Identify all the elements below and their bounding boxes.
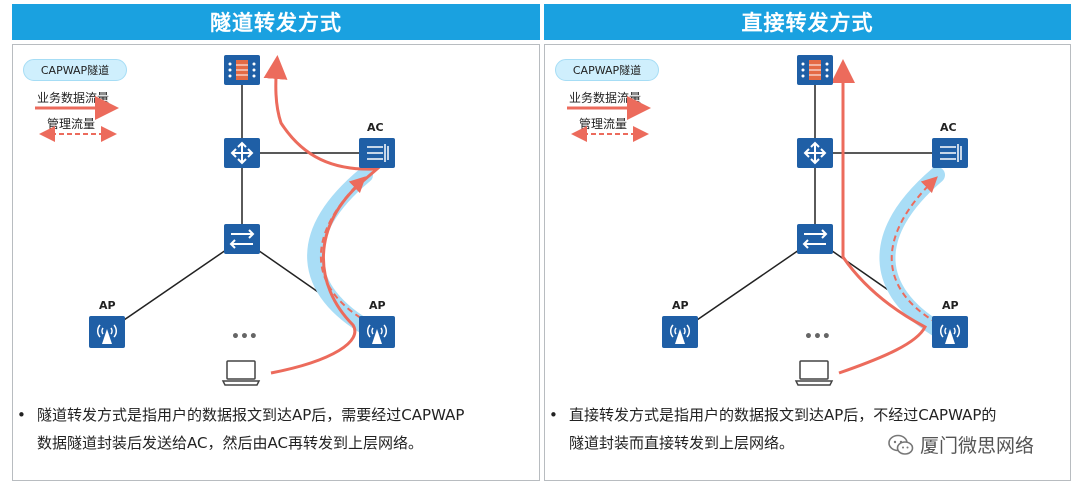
legend-data-flow-label: 业务数据流量 — [569, 91, 642, 105]
more-devices-dots: ••• — [804, 329, 831, 345]
ap-right-icon — [359, 316, 395, 348]
ac-controller-icon — [359, 138, 395, 168]
capwap-tunnel — [879, 167, 945, 337]
laptop-icon — [794, 360, 834, 386]
direct-forwarding-diagram — [567, 55, 968, 386]
description-line-2: 隧道封装而直接转发到上层网络。 — [569, 434, 795, 452]
ac-label: AC — [367, 121, 384, 134]
ap-left-icon — [662, 316, 698, 348]
switch-icon — [797, 224, 833, 254]
ac-controller-icon — [932, 138, 968, 168]
bullet-marker: • — [17, 406, 26, 424]
data-flow-path — [263, 55, 382, 375]
ap-right-label: AP — [369, 299, 386, 312]
description-line-2: 数据隧道封装后发送给AC，然后由AC再转发到上层网络。 — [37, 434, 423, 452]
capwap-tunnel — [307, 167, 377, 337]
laptop-icon — [221, 360, 261, 386]
bullet-marker: • — [549, 406, 558, 424]
management-flow-path — [319, 176, 370, 324]
ap-left-label: AP — [672, 299, 689, 312]
panel-title: 直接转发方式 — [544, 4, 1071, 40]
panel-title: 隧道转发方式 — [12, 4, 540, 40]
ap-right-icon — [932, 316, 968, 348]
wechat-icon — [888, 434, 914, 455]
management-flow-path — [890, 176, 938, 324]
router-icon — [224, 138, 260, 168]
legend-capwap-tunnel: CAPWAP隧道 — [23, 59, 127, 81]
data-flow-path — [831, 59, 927, 375]
watermark: 厦门微思网络 — [888, 431, 1034, 458]
ac-label: AC — [940, 121, 957, 134]
tunnel-forwarding-panel: 隧道转发方式 CAPWAP隧道 业务数据流量 管理流量 — [12, 0, 540, 481]
watermark-text: 厦门微思网络 — [919, 435, 1034, 457]
ap-left-label: AP — [99, 299, 116, 312]
more-devices-dots: ••• — [231, 329, 258, 345]
firewall-icon — [797, 55, 833, 85]
switch-icon — [224, 224, 260, 254]
description-line-1: 直接转发方式是指用户的数据报文到达AP后，不经过CAPWAP的 — [569, 406, 997, 424]
legend-data-flow-label: 业务数据流量 — [37, 91, 110, 105]
ap-left-icon — [89, 316, 125, 348]
direct-forwarding-panel: 直接转发方式 CAPWAP隧道 业务数据流量 管理流量 — [544, 0, 1071, 481]
panel-body: CAPWAP隧道 业务数据流量 管理流量 — [12, 44, 540, 481]
tunnel-forwarding-diagram — [35, 55, 395, 386]
description: • 直接转发方式是指用户的数据报文到达AP后，不经过CAPWAP的 隧道封装而直… — [549, 401, 996, 457]
ap-right-label: AP — [942, 299, 959, 312]
router-icon — [797, 138, 833, 168]
legend-capwap-tunnel: CAPWAP隧道 — [555, 59, 659, 81]
panel-body: CAPWAP隧道 业务数据流量 管理流量 — [544, 44, 1071, 481]
description-line-1: 隧道转发方式是指用户的数据报文到达AP后，需要经过CAPWAP — [37, 406, 465, 424]
firewall-icon — [224, 55, 260, 85]
description: • 隧道转发方式是指用户的数据报文到达AP后，需要经过CAPWAP 数据隧道封装… — [17, 401, 464, 457]
